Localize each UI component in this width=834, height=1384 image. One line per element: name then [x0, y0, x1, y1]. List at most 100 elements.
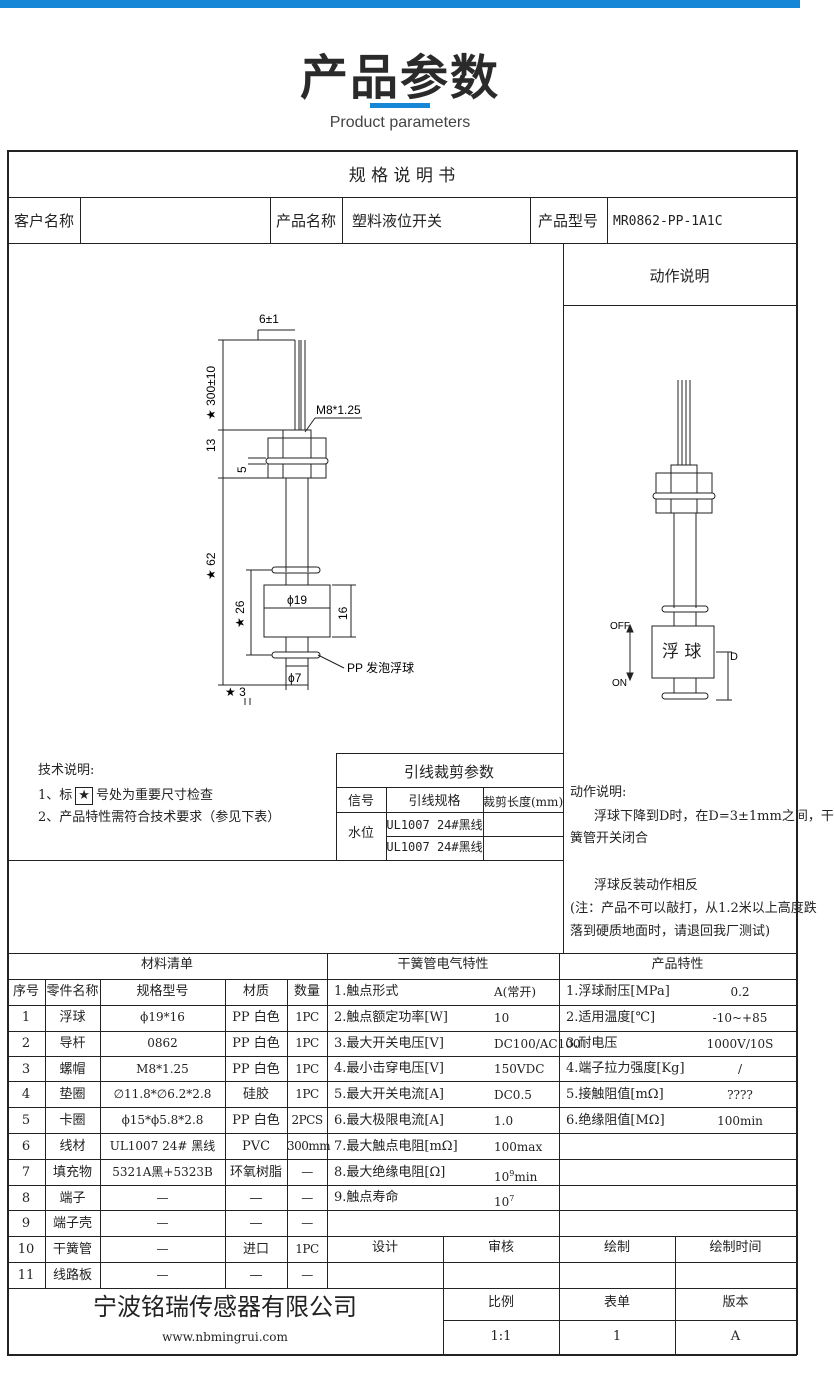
sheet-label: 表单	[603, 1295, 630, 1310]
on-label: ON	[612, 678, 627, 689]
reed-param: 9.触点寿命	[334, 1190, 399, 1206]
top-accent-bar	[0, 0, 800, 8]
grid-line	[7, 1236, 797, 1237]
dim-3-label: ★ 3	[225, 685, 246, 699]
cut-header-signal: 信号	[347, 794, 374, 809]
version-value: A	[730, 1329, 741, 1344]
bom-cell: 垫圈	[59, 1087, 86, 1103]
grid-line	[100, 979, 101, 1288]
dim-d7-label: ϕ7	[288, 671, 302, 685]
grid-line	[80, 197, 81, 243]
sign-design: 设计	[371, 1240, 398, 1255]
reed-value: DC100/AC100	[494, 1036, 581, 1051]
page-title: 产品参数	[299, 50, 500, 106]
bom-cell: 3	[21, 1061, 31, 1077]
version-label: 版本	[722, 1295, 749, 1310]
cut-title: 引线裁剪参数	[403, 763, 494, 781]
model-value: MR0862-PP-1A1C	[613, 214, 723, 229]
bom-cell: 螺帽	[59, 1061, 86, 1077]
prop-param: 2.适用温度[℃]	[566, 1009, 656, 1025]
bom-cell: 线材	[59, 1139, 86, 1154]
grid-line	[483, 787, 484, 860]
prop-value: 0.2	[730, 985, 750, 999]
props-title: 产品特性	[651, 957, 704, 972]
spec-sheet: 6±1 ★ 300±10 M8*1.25 13 5 ★ 62 ★ 26 ϕ19 …	[7, 150, 834, 1356]
action-illustration: OFF ON D	[610, 380, 738, 701]
customer-label: 客户名称	[14, 212, 75, 230]
action-desc-1: 浮球下降到D时，在D=3±1mm之间，干	[594, 809, 834, 824]
reed-value-unit: min	[514, 1169, 538, 1184]
grid-line	[563, 243, 564, 953]
grid-line	[336, 812, 563, 813]
grid-line	[7, 243, 797, 244]
action-desc-5: 落到硬质地面时，请退回我厂测试)	[570, 924, 771, 939]
bom-cell: 5	[21, 1113, 31, 1129]
company-url: www.nbmingrui.com	[162, 1330, 288, 1344]
bom-cell: 1PC	[295, 1061, 319, 1076]
reed-param: 3.最大开关电压[V]	[334, 1035, 444, 1051]
grid-line	[7, 1185, 797, 1186]
bom-cell: 10	[17, 1242, 35, 1258]
thread-label: M8*1.25	[316, 403, 361, 417]
tech-title: 技术说明:	[38, 763, 95, 778]
grid-line	[327, 953, 328, 1288]
bom-cell: PP 白色	[232, 1113, 280, 1129]
tech-line-1-pre: 1、标	[38, 788, 73, 803]
bom-cell: PVC	[241, 1139, 271, 1154]
bom-cell: —	[156, 1216, 169, 1231]
prop-param: 1.浮球耐压[MPa]	[566, 984, 670, 999]
bom-cell: 1PC	[295, 1242, 319, 1257]
reed-value: 1.0	[494, 1114, 514, 1128]
grid-line	[7, 1262, 797, 1263]
bom-cell: 线路板	[52, 1268, 92, 1283]
reed-param: 1.触点形式	[334, 984, 399, 999]
sheet-value: 1	[612, 1329, 622, 1344]
scale-label: 比例	[487, 1295, 514, 1310]
tech-line-2: 2、产品特性需符合技术要求（参见下表）	[38, 810, 281, 825]
bom-cell: 导杆	[59, 1035, 86, 1051]
reed-param: 7.最大触点电阻[mΩ]	[334, 1138, 458, 1154]
bom-cell: PP 白色	[232, 1010, 280, 1025]
bom-cell: —	[301, 1216, 313, 1231]
grid-line	[7, 1354, 797, 1356]
bom-cell: —	[156, 1268, 169, 1282]
reed-value: 107	[494, 1191, 514, 1210]
grid-line	[443, 1236, 444, 1354]
reed-value: A(常开)	[494, 985, 537, 999]
sign-draw-time: 绘制时间	[709, 1240, 762, 1255]
reed-param: 5.最大开关电流[A]	[334, 1087, 444, 1103]
dim-5-label: 5	[235, 466, 249, 473]
bom-cell: 进口	[242, 1242, 269, 1258]
prop-param: 5.接触阻值[mΩ]	[566, 1087, 664, 1103]
bom-cell: 300mm	[287, 1139, 331, 1153]
sign-draw: 绘制	[603, 1240, 630, 1255]
grid-line	[7, 860, 563, 861]
dim-62-label: ★ 62	[204, 552, 218, 580]
reed-value-base: 10	[494, 1195, 510, 1210]
bom-cell: 1PC	[295, 1010, 319, 1024]
bom-header: 序号	[12, 984, 39, 999]
prop-param: 4.端子拉力强度[Kg]	[566, 1061, 685, 1077]
grid-line	[7, 1288, 797, 1289]
reed-value-exp: 9	[509, 1168, 515, 1178]
prop-param: 6.绝缘阻值[MΩ]	[566, 1113, 665, 1128]
reed-value: 109min	[494, 1166, 537, 1185]
bom-cell: —	[301, 1268, 313, 1282]
grid-line	[7, 1210, 797, 1211]
bom-header: 零件名称	[46, 984, 99, 999]
grid-line	[270, 197, 271, 243]
bom-cell: 环氧树脂	[229, 1164, 282, 1180]
grid-line	[7, 1031, 797, 1032]
dim-d19-label: ϕ19	[287, 593, 307, 607]
bom-cell: 9	[21, 1216, 31, 1232]
dim-300-label: ★ 300±10	[204, 366, 218, 420]
star-icon: ★	[75, 787, 93, 805]
bom-cell: ∅11.8*∅6.2*2.8	[113, 1087, 212, 1102]
bom-cell: —	[249, 1216, 263, 1232]
bom-cell: 端子壳	[52, 1216, 92, 1232]
dim-13-label: 13	[204, 438, 218, 452]
bom-header: 规格型号	[136, 984, 189, 999]
reed-value: 100max	[494, 1139, 543, 1154]
d-label: D	[730, 651, 738, 663]
scale-value: 1:1	[490, 1329, 512, 1344]
